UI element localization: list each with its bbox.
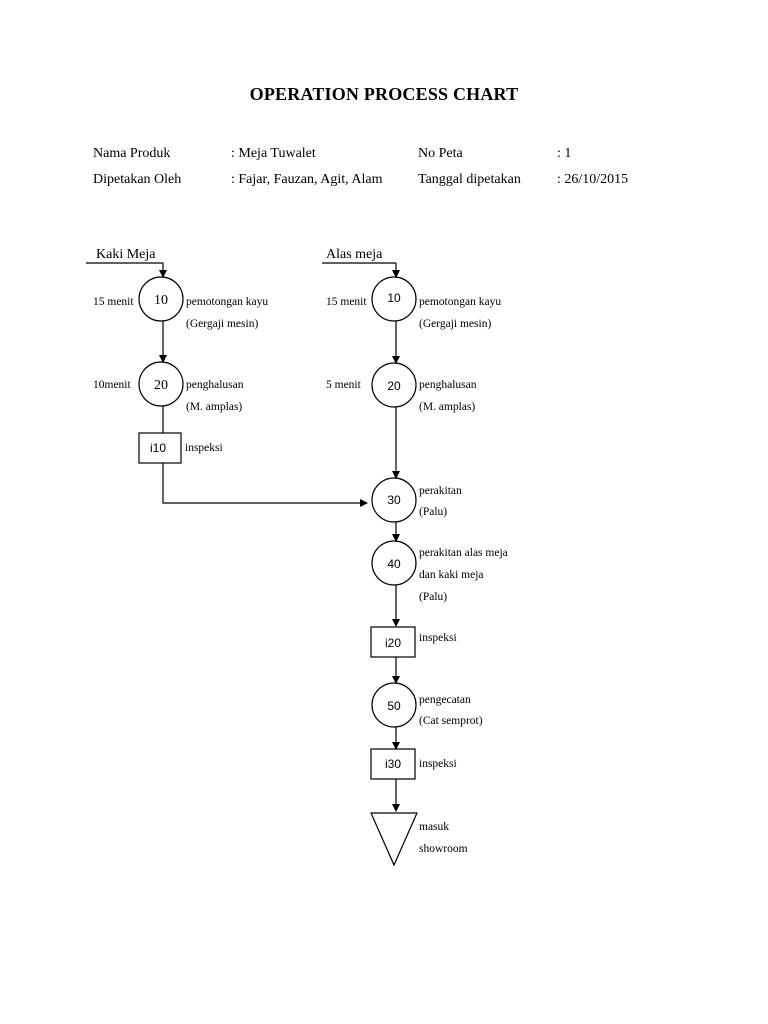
desc-i30: inspeksi bbox=[419, 758, 457, 770]
map-no-value: : 1 bbox=[557, 146, 572, 161]
node-number-i30: i30 bbox=[385, 757, 401, 771]
time-right-20: 5 menit bbox=[326, 379, 361, 391]
storage-triangle bbox=[370, 812, 418, 867]
inspection-box-i20 bbox=[370, 626, 416, 658]
node-number-i10: i10 bbox=[150, 441, 166, 455]
product-value: : Meja Tuwalet bbox=[231, 146, 316, 161]
desc-left-20: penghalusan bbox=[186, 379, 244, 391]
inspection-box-i30 bbox=[370, 748, 416, 780]
node-number-40: 40 bbox=[387, 557, 401, 571]
storage-desc-line1: masuk bbox=[419, 821, 450, 833]
operation-circle-left-20 bbox=[138, 361, 184, 407]
desc-30: perakitan bbox=[419, 485, 462, 497]
lane-alas-meja: Alas meja bbox=[326, 247, 383, 262]
mapped-by-value: : Fajar, Fauzan, Agit, Alam bbox=[231, 172, 383, 187]
time-left-10: 15 menit bbox=[93, 296, 134, 308]
node-number-left-10: 10 bbox=[154, 293, 168, 308]
mapped-by-label: Dipetakan Oleh bbox=[93, 172, 182, 187]
date-label: Tanggal dipetakan bbox=[418, 172, 521, 187]
operation-circle-left-10 bbox=[138, 276, 184, 322]
desc-40-line1: perakitan alas meja bbox=[419, 547, 508, 559]
desc-right-10: pemotongan kayu bbox=[419, 296, 502, 308]
node-number-50: 50 bbox=[387, 699, 401, 713]
desc-50: pengecatan bbox=[419, 694, 471, 706]
operation-circle-right-10 bbox=[371, 276, 417, 322]
map-no-label: No Peta bbox=[418, 146, 463, 161]
tool-right-20: (M. amplas) bbox=[419, 401, 476, 413]
operation-circle-right-20 bbox=[371, 362, 417, 408]
operation-circle-50 bbox=[371, 682, 417, 728]
node-number-right-10: 10 bbox=[387, 291, 401, 305]
tool-30: (Palu) bbox=[419, 506, 448, 518]
tool-left-10: (Gergaji mesin) bbox=[186, 318, 259, 330]
connector-left-i10-30 bbox=[162, 463, 368, 507]
node-number-left-20: 20 bbox=[154, 378, 168, 393]
date-value: : 26/10/2015 bbox=[557, 172, 629, 187]
node-number-30: 30 bbox=[387, 493, 401, 507]
tool-40: (Palu) bbox=[419, 591, 448, 603]
desc-i20: inspeksi bbox=[419, 632, 457, 644]
lane-kaki-meja: Kaki Meja bbox=[96, 247, 156, 262]
inspection-box-i10 bbox=[138, 432, 182, 464]
operation-circle-30 bbox=[371, 477, 417, 523]
chart-title: OPERATION PROCESS CHART bbox=[249, 84, 519, 104]
desc-right-20: penghalusan bbox=[419, 379, 477, 391]
desc-40-line2: dan kaki meja bbox=[419, 569, 484, 581]
tool-50: (Cat semprot) bbox=[419, 715, 483, 727]
desc-left-10: pemotongan kayu bbox=[186, 296, 269, 308]
product-label: Nama Produk bbox=[93, 146, 171, 161]
tool-left-20: (M. amplas) bbox=[186, 401, 243, 413]
desc-i10: inspeksi bbox=[185, 442, 223, 454]
operation-circle-40 bbox=[371, 540, 417, 586]
storage-desc-line2: showroom bbox=[419, 843, 468, 855]
node-number-i20: i20 bbox=[385, 636, 401, 650]
time-right-10: 15 menit bbox=[326, 296, 367, 308]
tool-right-10: (Gergaji mesin) bbox=[419, 318, 492, 330]
time-left-20: 10menit bbox=[93, 379, 131, 391]
node-number-right-20: 20 bbox=[387, 379, 401, 393]
